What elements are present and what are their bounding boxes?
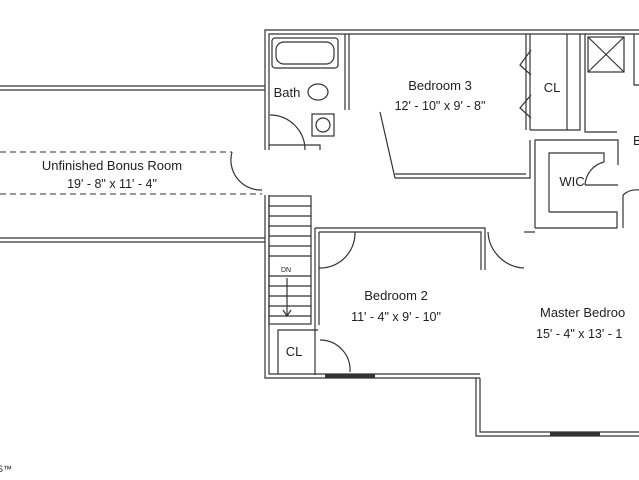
stairs[interactable] bbox=[268, 195, 312, 325]
wic-walls bbox=[534, 139, 639, 229]
master-name: Master Bedroo bbox=[540, 305, 625, 320]
bedroom3-name: Bedroom 3 bbox=[408, 78, 472, 93]
master-dims: 15' - 4" x 13' - 1 bbox=[536, 327, 622, 341]
wic-name: WIC bbox=[559, 174, 584, 189]
trademark: S™ bbox=[0, 464, 12, 474]
bedroom2-name: Bedroom 2 bbox=[364, 288, 428, 303]
closet1-name: CL bbox=[544, 80, 561, 95]
bath2-name: B bbox=[633, 133, 639, 148]
outer-walls bbox=[264, 29, 639, 437]
bath-name: Bath bbox=[274, 85, 301, 100]
bedroom3-walls bbox=[379, 34, 639, 179]
stairs-label: DN bbox=[281, 267, 291, 274]
bedroom3-dims: 12' - 10" x 9' - 8" bbox=[395, 99, 486, 113]
closet2-name: CL bbox=[286, 344, 303, 359]
bonus-room-dims: 19' - 8" x 11' - 4" bbox=[67, 177, 157, 191]
bath-walls bbox=[269, 34, 350, 151]
interior-walls bbox=[277, 227, 535, 375]
bedroom2-dims: 11' - 4" x 9' - 10" bbox=[351, 310, 441, 324]
bonus-room-name: Unfinished Bonus Room bbox=[42, 158, 182, 173]
bonus-room-walls bbox=[0, 85, 265, 243]
